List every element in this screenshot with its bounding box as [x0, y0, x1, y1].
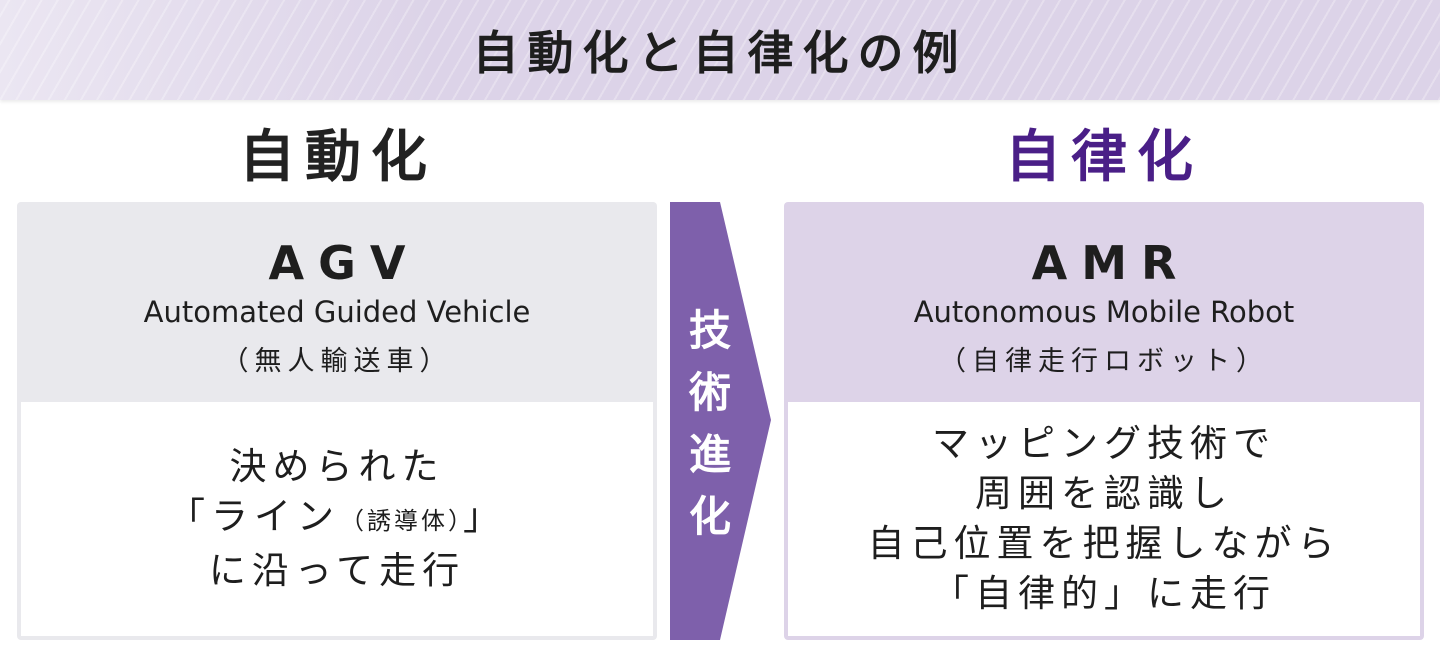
tech-evolution-arrow-icon: [670, 202, 771, 640]
agv-desc-line-3: に沿って走行: [208, 549, 466, 592]
agv-panel: AGV Automated Guided Vehicle （無人輸送車） 決めら…: [17, 202, 657, 640]
amr-japanese-name: （自律走行ロボット）: [939, 346, 1269, 377]
agv-desc-line-2-main: 「ライン: [168, 495, 340, 538]
amr-description: マッピング技術で 周囲を認識し 自己位置を把握しながら 「自律的」に走行: [788, 402, 1420, 636]
autonomy-heading: 自律化: [1005, 125, 1203, 190]
agv-desc-line-2-end: 」: [463, 495, 506, 538]
arrow-char-1: 技: [688, 306, 731, 355]
page-title: 自動化と自律化の例: [472, 26, 968, 80]
tech-evolution-label: 技 術 進 化: [670, 300, 750, 548]
agv-desc-line-2-note: （誘導体）: [340, 507, 463, 535]
agv-acronym: AGV: [268, 236, 420, 290]
amr-full-name: Autonomous Mobile Robot: [913, 295, 1295, 329]
arrow-char-3: 進: [688, 430, 731, 479]
amr-panel: AMR Autonomous Mobile Robot （自律走行ロボット） マ…: [784, 202, 1424, 640]
header-banner: 自動化と自律化の例: [0, 0, 1440, 100]
arrow-char-4: 化: [688, 492, 731, 541]
agv-panel-header: AGV Automated Guided Vehicle （無人輸送車）: [17, 202, 657, 400]
amr-desc-line-3: 自己位置を把握しながら: [867, 522, 1341, 565]
agv-desc-line-2: 「ライン（誘導体）」: [168, 492, 506, 546]
agv-desc-line-1: 決められた: [229, 445, 445, 488]
agv-japanese-name: （無人輸送車）: [221, 346, 453, 377]
amr-acronym: AMR: [1031, 236, 1191, 290]
amr-desc-line-1: マッピング技術で: [932, 422, 1276, 465]
automation-heading: 自動化: [239, 125, 437, 190]
amr-desc-line-2: 周囲を認識し: [975, 472, 1233, 515]
amr-panel-header: AMR Autonomous Mobile Robot （自律走行ロボット）: [784, 202, 1424, 400]
amr-desc-line-4: 「自律的」に走行: [932, 572, 1276, 615]
arrow-char-2: 術: [688, 368, 731, 417]
agv-description: 決められた 「ライン（誘導体）」 に沿って走行: [21, 402, 653, 636]
agv-full-name: Automated Guided Vehicle: [143, 295, 531, 329]
